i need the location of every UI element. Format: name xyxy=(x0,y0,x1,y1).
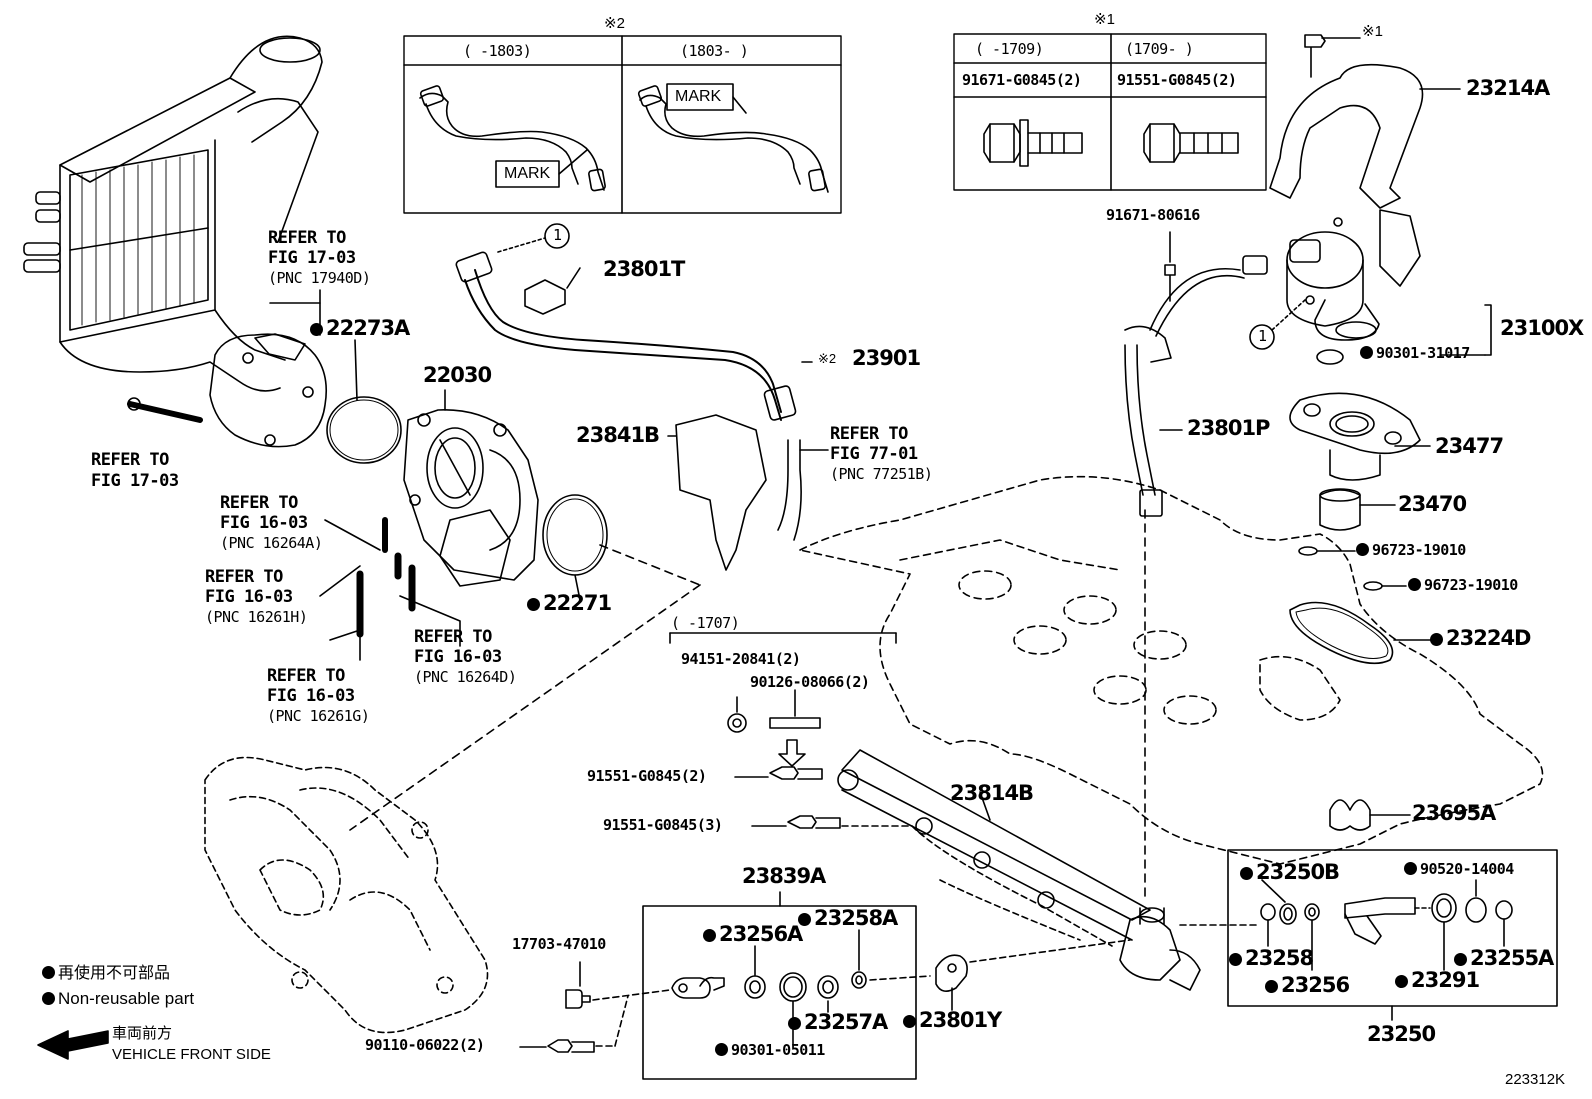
inset-1-part1: 91671-G0845(2) xyxy=(962,71,1082,89)
throttle-body-drawing xyxy=(403,409,539,587)
part-23256: 23256 xyxy=(1265,975,1350,996)
part-23801T: 23801T xyxy=(603,257,685,281)
part-23258: 23258 xyxy=(1229,948,1314,969)
part-23256A: 23256A xyxy=(703,924,803,945)
part-23814B: 23814B xyxy=(950,781,1034,805)
fuel-pump-23100X xyxy=(1286,209,1421,341)
range-1707: ( -1707) xyxy=(671,614,740,632)
inset-2-mark-right: MARK xyxy=(675,88,722,105)
part-90126-08066: 90126-08066(2) xyxy=(750,673,870,691)
gasket-22273A xyxy=(326,396,402,464)
inset-1-header: ※1 xyxy=(1094,11,1115,28)
intake-manifold-drawing xyxy=(204,756,489,1034)
callout-1-top: 1 xyxy=(553,226,562,244)
part-23901: 23901 xyxy=(852,346,921,370)
part-23258A: 23258A xyxy=(798,908,898,929)
part-90301-31017: 90301-31017 xyxy=(1360,346,1470,361)
part-23841B: 23841B xyxy=(576,423,660,447)
part-96723-19010-a: 96723-19010 xyxy=(1356,543,1466,558)
part-23695A: 23695A xyxy=(1412,801,1496,825)
part-23801Y: 23801Y xyxy=(903,1010,1002,1031)
part-23255A: 23255A xyxy=(1454,948,1554,969)
inset-1-col1: ( -1709) xyxy=(975,40,1044,58)
figure-id: 223312K xyxy=(1505,1071,1566,1088)
inset-2-mark-left: MARK xyxy=(504,165,551,182)
part-23291: 23291 xyxy=(1395,970,1480,991)
part-96723-19010-b: 96723-19010 xyxy=(1408,578,1518,593)
part-94151-20841: 94151-20841(2) xyxy=(681,650,801,668)
inset-1-box xyxy=(953,33,1267,191)
part-23214A: 23214A xyxy=(1466,76,1550,100)
legend-jp: 再使用不可部品 xyxy=(42,966,170,982)
part-23801P: 23801P xyxy=(1187,416,1270,440)
front-jp: 車両前方 xyxy=(112,1025,173,1042)
part-23470: 23470 xyxy=(1398,492,1467,516)
inset-2-header: ※2 xyxy=(604,15,625,32)
inset-1-part2: 91551-G0845(2) xyxy=(1117,71,1237,89)
fuel-hose-23901 xyxy=(455,251,797,421)
part-90301-05011: 90301-05011 xyxy=(715,1043,825,1058)
legend-en: Non-reusable part xyxy=(42,990,194,1007)
part-22030: 22030 xyxy=(423,363,492,387)
part-17703-47010: 17703-47010 xyxy=(512,935,606,953)
part-23224D: 23224D xyxy=(1430,628,1531,649)
vehicle-front-arrow xyxy=(37,1030,109,1060)
fuel-rail-23814B xyxy=(837,749,1201,991)
part-91671-80616: 91671-80616 xyxy=(1106,206,1200,224)
part-91551-G0845-3: 91551-G0845(3) xyxy=(603,816,723,834)
intercooler-drawing xyxy=(23,35,328,448)
part-22271: 22271 xyxy=(527,593,612,614)
part-90110-06022: 90110-06022(2) xyxy=(365,1036,485,1054)
inset-1-col2: (1709- ) xyxy=(1125,40,1194,58)
bracket-23841B xyxy=(675,414,767,571)
part-23901-note: ※2 xyxy=(818,351,837,366)
part-23839A: 23839A xyxy=(742,864,826,888)
part-23250: 23250 xyxy=(1367,1022,1436,1046)
front-en: VEHICLE FRONT SIDE xyxy=(112,1046,271,1063)
part-23214A-note: ※1 xyxy=(1362,23,1383,40)
inset-2-col2: (1803- ) xyxy=(680,42,749,60)
part-23257A: 23257A xyxy=(788,1012,888,1033)
part-90520-14004: 90520-14004 xyxy=(1404,862,1514,877)
part-23250B: 23250B xyxy=(1240,862,1340,883)
callout-1-pump: 1 xyxy=(1258,327,1267,345)
part-23100X: 23100X xyxy=(1500,316,1584,340)
gasket-22271 xyxy=(542,494,608,576)
part-22273A: 22273A xyxy=(310,318,410,339)
part-23477: 23477 xyxy=(1435,434,1504,458)
inset-2-box xyxy=(403,35,842,214)
inset-2-col1: ( -1803) xyxy=(463,42,532,60)
part-91551-G0845-2: 91551-G0845(2) xyxy=(587,767,707,785)
